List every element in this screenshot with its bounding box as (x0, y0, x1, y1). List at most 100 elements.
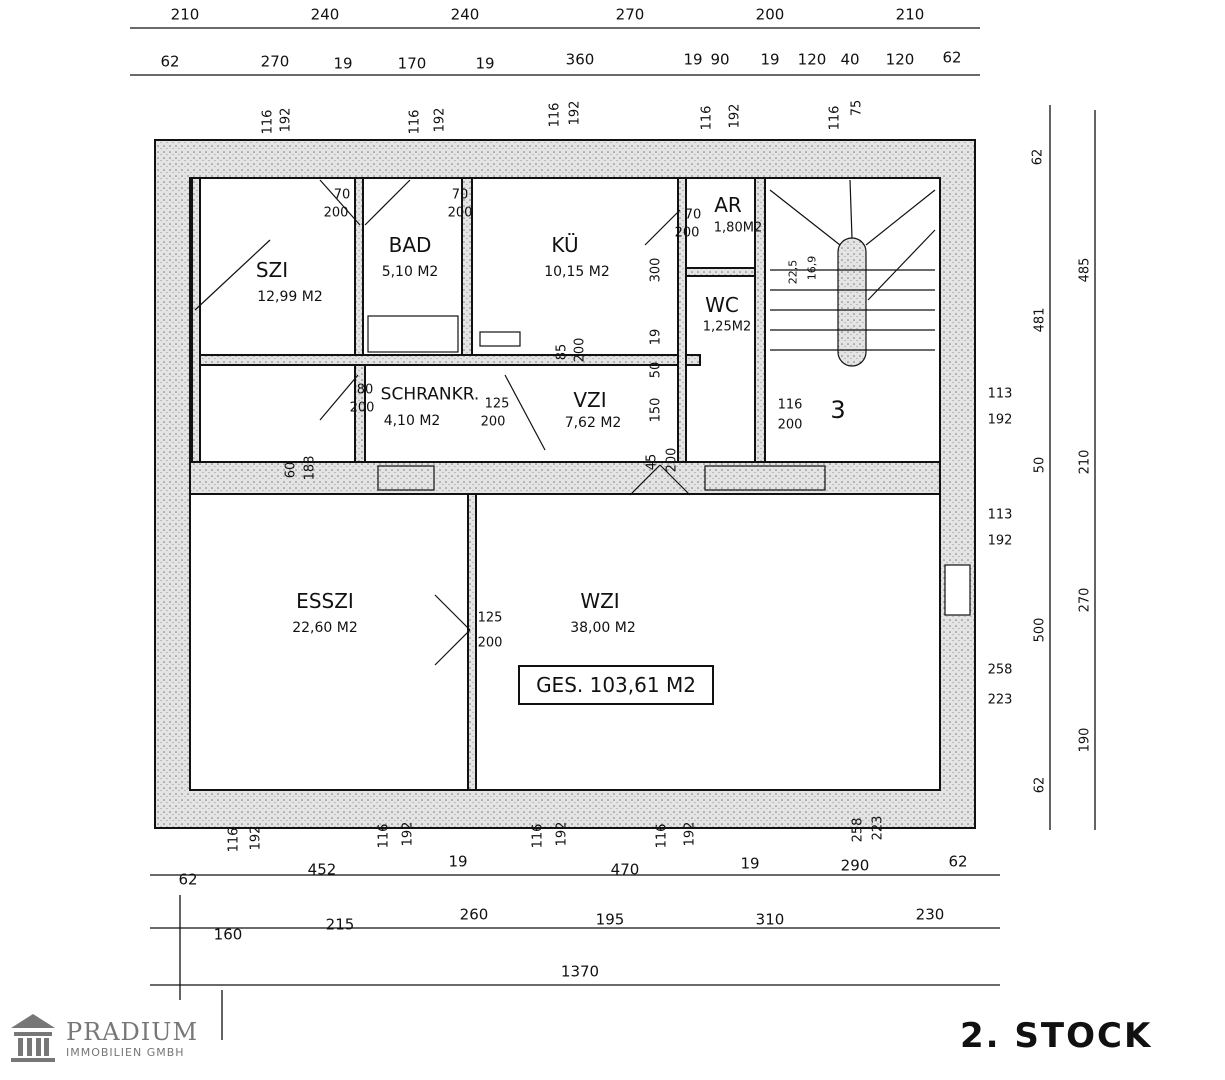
room-name-esszi: ESSZI (296, 589, 354, 613)
window-dim: 116 (827, 105, 843, 131)
door-dim: 200 (323, 205, 349, 221)
dim-bottom-outer: 160 (213, 925, 243, 944)
window-dim: 223 (870, 815, 886, 841)
window-dim: 192 (248, 825, 264, 851)
inner-dim: 19 (648, 328, 664, 346)
stair-dim: 16,9 (805, 255, 819, 281)
door-dim: 200 (664, 447, 680, 473)
inner-dim: 50 (648, 361, 664, 379)
dim-top-detail: 270 (260, 52, 290, 71)
door-dim: 60 (283, 461, 299, 479)
dim-bottom-outer: 310 (755, 910, 785, 929)
dim-top-detail: 120 (797, 50, 827, 69)
dim-right: 62 (1032, 776, 1048, 794)
door-dim: 200 (477, 635, 503, 651)
logo-name: PRADIUM (66, 1017, 199, 1046)
door-dim: 200 (572, 337, 588, 363)
dim-top-detail: 120 (885, 50, 915, 69)
room-area-szi: 12,99 M2 (257, 289, 323, 305)
dim-right-outer: 485 (1077, 257, 1093, 283)
window-dim: 192 (432, 107, 448, 133)
door-dim: 200 (674, 225, 700, 241)
dim-top: 240 (310, 5, 340, 24)
door-dim: 200 (349, 400, 375, 416)
total-area: GES. 103,61 M2 (536, 673, 696, 697)
window-dim: 116 (260, 109, 276, 135)
inner-dim: 150 (648, 397, 664, 423)
room-area-wc: 1,25M2 (702, 319, 752, 335)
door-dim: 200 (777, 417, 803, 433)
window-dim: 75 (849, 99, 865, 117)
stair-treads (367, 179, 971, 616)
window-dim: 192 (567, 100, 583, 126)
door-swings (194, 179, 691, 666)
dim-bottom: 452 (307, 860, 337, 879)
window-dim: 116 (376, 823, 392, 849)
dim-bottom-outer: 260 (459, 905, 489, 924)
dimension-lines (130, 27, 1096, 1040)
dim-top-detail: 170 (397, 54, 427, 73)
door-dim: 200 (447, 205, 473, 221)
dim-bottom: 62 (178, 870, 198, 889)
window-dim: 192 (682, 821, 698, 847)
window-dim: 116 (547, 102, 563, 128)
door-dim: 70 (684, 207, 702, 223)
dim-right-outer: 270 (1077, 587, 1093, 613)
room-name-vzi: VZI (573, 388, 607, 412)
door-dim: 70 (451, 187, 469, 203)
dim-top-detail: 19 (683, 50, 703, 69)
door-dim: 116 (777, 397, 803, 413)
window-dim: 116 (699, 105, 715, 131)
window-dim: 192 (278, 107, 294, 133)
room-area-ar: 1,80M2 (713, 220, 763, 236)
floor-label: 2. STOCK (960, 1016, 1153, 1056)
room-name-schrankr: SCHRANKR. (380, 384, 480, 405)
window-dim: 258 (850, 817, 866, 843)
window-dim: 192 (727, 103, 743, 129)
window-dim: 192 (987, 533, 1013, 549)
door-dim: 45 (644, 453, 660, 471)
dim-top: 210 (170, 5, 200, 24)
window-dim: 116 (407, 109, 423, 135)
dim-right: 50 (1032, 456, 1048, 474)
dim-top-detail: 62 (160, 52, 180, 71)
room-name-bad: BAD (388, 233, 432, 257)
total-width: 1370 (560, 962, 600, 981)
room-area-vzi: 7,62 M2 (564, 415, 622, 431)
room-area-bad: 5,10 M2 (381, 264, 439, 280)
dim-bottom-outer: 195 (595, 910, 625, 929)
dim-top: 240 (450, 5, 480, 24)
dim-bottom-outer: 215 (325, 915, 355, 934)
room-name-wc: WC (705, 293, 739, 317)
room-name-kue: KÜ (551, 233, 579, 257)
room-area-wzi: 38,00 M2 (570, 620, 636, 636)
dim-bottom: 19 (448, 852, 468, 871)
room-area-schrankr: 4,10 M2 (383, 413, 441, 429)
window-dim: 116 (654, 823, 670, 849)
dim-right: 500 (1032, 617, 1048, 643)
door-dim: 188 (302, 455, 318, 481)
window-dim: 192 (987, 412, 1013, 428)
dim-bottom: 19 (740, 854, 760, 873)
dim-top-detail: 19 (760, 50, 780, 69)
dim-bottom: 470 (610, 860, 640, 879)
room-area-kue: 10,15 M2 (544, 264, 610, 280)
dim-top-detail: 90 (710, 50, 730, 69)
window-dim: 116 (530, 823, 546, 849)
door-dim: 125 (484, 396, 510, 412)
door-dim: 70 (333, 187, 351, 203)
door-dim: 85 (554, 343, 570, 361)
total-area-box: GES. 103,61 M2 (518, 665, 714, 705)
dim-top-detail: 19 (475, 54, 495, 73)
room-area-esszi: 22,60 M2 (292, 620, 358, 636)
window-dim: 192 (400, 821, 416, 847)
dim-bottom-outer: 230 (915, 905, 945, 924)
dim-right: 62 (1030, 148, 1046, 166)
window-dim: 192 (554, 821, 570, 847)
dim-top: 200 (755, 5, 785, 24)
window-dim: 258 (987, 662, 1013, 678)
dim-right-outer: 210 (1077, 449, 1093, 475)
dim-bottom: 290 (840, 856, 870, 875)
window-dim: 113 (987, 507, 1013, 523)
